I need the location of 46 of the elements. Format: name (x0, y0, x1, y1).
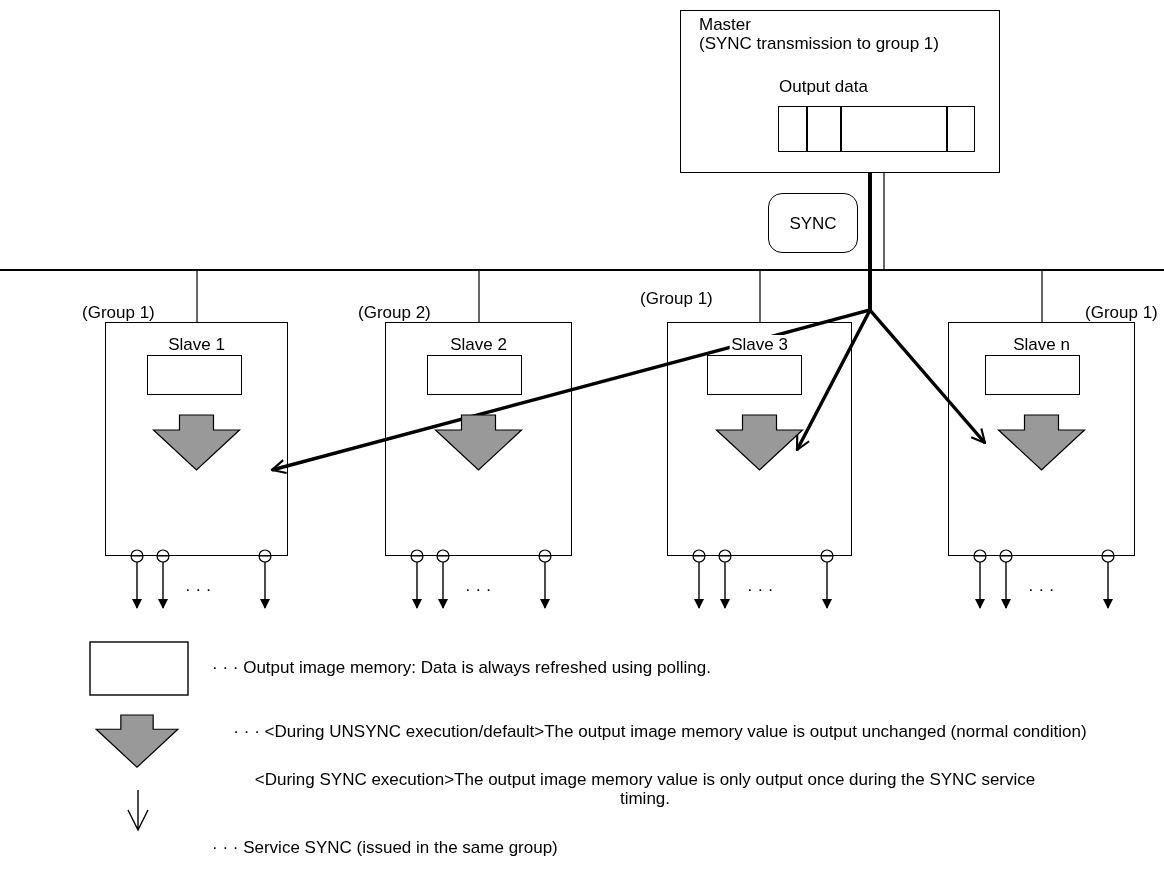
output-arrow (132, 561, 142, 609)
output-arrow (540, 561, 550, 609)
legend-text: <During SYNC execution>The output image memory value is only output once during the SYNC service timing. (253, 770, 1037, 808)
connector-line (1041, 270, 1043, 323)
ellipsis-dots: · · · (185, 580, 212, 599)
image-memory-box (147, 355, 242, 395)
group-label: (Group 1) (640, 289, 713, 308)
image-memory-box (427, 355, 522, 395)
connector-line (883, 172, 885, 271)
group-label: (Group 2) (358, 303, 431, 322)
group-label: (Group 1) (82, 303, 155, 322)
ellipsis-dots: · · · (465, 580, 492, 599)
slave-box (385, 322, 572, 556)
node-title: Master (699, 15, 751, 34)
image-memory-box (985, 355, 1080, 395)
ellipsis-dots: · · · (747, 580, 774, 599)
node-label: SYNC (788, 214, 838, 233)
connector-line (478, 270, 480, 323)
output-arrow (260, 561, 270, 609)
output-arrow (438, 561, 448, 609)
output-arrow (822, 561, 832, 609)
register-label: Output data (779, 77, 868, 96)
node-subtitle: (SYNC transmission to group 1) (699, 34, 939, 53)
output-arrow (720, 561, 730, 609)
connector-line (196, 270, 198, 323)
output-data-register (778, 106, 975, 152)
output-arrow (412, 561, 422, 609)
slave-box (105, 322, 288, 556)
output-arrow (975, 561, 985, 609)
sync-frame-box (768, 193, 858, 253)
output-arrow (1103, 561, 1113, 609)
connector-line (759, 270, 761, 323)
image-memory-box (707, 355, 802, 395)
output-arrow (694, 561, 704, 609)
slave-box (948, 322, 1135, 556)
legend-text: · · · Service SYNC (issued in the same group) (212, 838, 559, 857)
legend-text: · · · <During UNSYNC execution/default>The output image memory value is output unchanged (normal condition) (232, 722, 1088, 741)
bus-line (0, 269, 1164, 271)
group-label: (Group 1) (1085, 303, 1158, 322)
output-arrow (158, 561, 168, 609)
legend-text: · · · Output image memory: Data is always refreshed using polling. (212, 658, 712, 677)
output-arrow (1001, 561, 1011, 609)
ellipsis-dots: · · · (1028, 580, 1055, 599)
slave-box (667, 322, 852, 556)
arrow (868, 173, 987, 445)
master-box (680, 10, 1000, 173)
